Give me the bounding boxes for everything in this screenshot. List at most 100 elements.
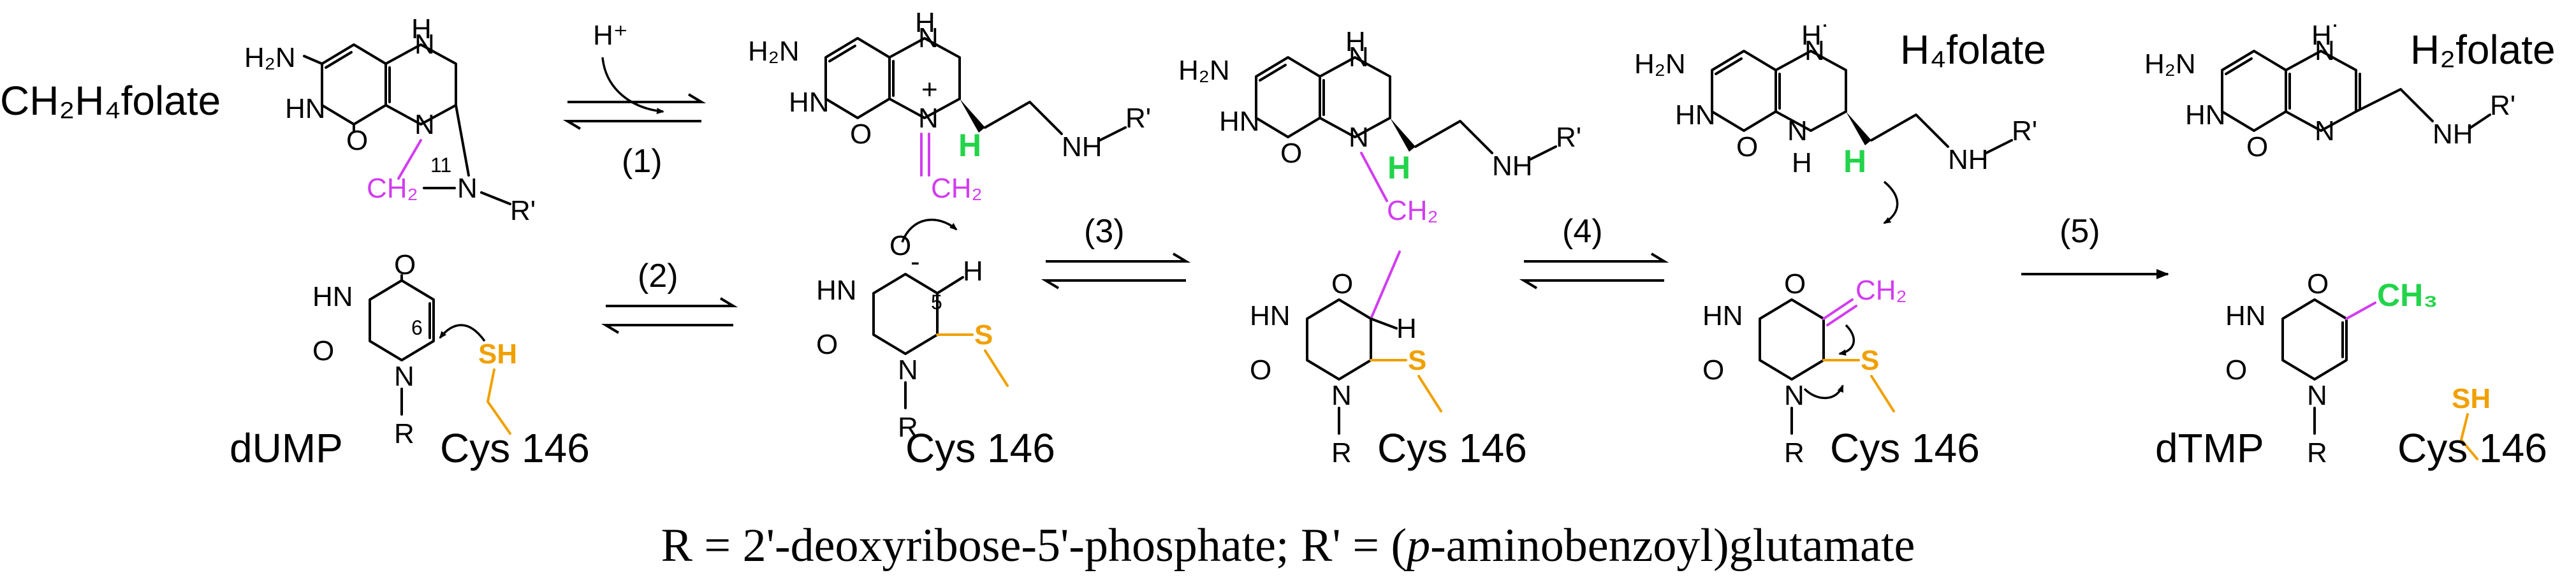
n-label: N xyxy=(414,109,435,140)
n-label: N xyxy=(918,22,939,54)
oxo-label: O xyxy=(394,249,416,280)
n-label: N xyxy=(1349,122,1369,153)
amine-label: H₂N xyxy=(748,36,800,67)
methylene-label: CH₂ xyxy=(931,173,983,204)
ch2h4folate-structure: H₂N HN O H N N CH₂ 11 N R' xyxy=(244,13,536,226)
rprime-label: R' xyxy=(2490,90,2515,121)
thioether-label: S xyxy=(1408,345,1426,376)
methyl-label: CH₃ xyxy=(2377,277,2438,313)
oxo-label: O xyxy=(850,119,872,150)
h-label: H˙ xyxy=(1801,20,1831,51)
legend-part-a: R = 2'-deoxyribose-5'-phosphate; R' = ( xyxy=(661,520,1407,572)
h-label: H xyxy=(1345,26,1366,57)
hn-label: HN xyxy=(1250,300,1291,331)
rprime-label: R' xyxy=(510,195,536,226)
r-label: R xyxy=(1331,437,1352,469)
nh-label: N xyxy=(1787,115,1808,147)
n-label: N xyxy=(898,354,918,386)
n-label: N xyxy=(2315,115,2335,147)
rprime-label: R' xyxy=(1556,122,1581,153)
hn-label: HN xyxy=(1219,106,1260,137)
oxo-label: O xyxy=(2307,268,2329,300)
iminium-intermediate: H₂N HN O H N N + CH₂ H NH R' xyxy=(748,7,1151,204)
hn-label: HN xyxy=(1702,300,1743,331)
rprime-label: R' xyxy=(2012,115,2037,147)
amine-label: H₂N xyxy=(1634,48,1686,80)
h-label: H xyxy=(1396,313,1417,344)
oxo-label: O xyxy=(1250,354,1271,386)
cys146-label: Cys 146 xyxy=(1377,425,1527,471)
cys146-label: Cys 146 xyxy=(905,425,1055,471)
minus-label: - xyxy=(911,246,920,277)
r-label: R xyxy=(394,418,414,449)
step-3-label: (3) xyxy=(1084,213,1125,250)
amine-label: H₂N xyxy=(2144,48,2196,80)
n-label: N xyxy=(2307,380,2327,411)
dump-label: dUMP xyxy=(230,425,343,471)
r-label: R xyxy=(2307,437,2327,469)
r-label: R xyxy=(898,412,918,443)
step-2-label: (2) xyxy=(638,258,678,295)
dtmp-structure: HN O O N R CH₃ xyxy=(2225,268,2438,469)
nh-label: NH xyxy=(1492,150,1533,182)
step-1-label: (1) xyxy=(622,143,662,180)
dump-structure: HN O O N R 6 xyxy=(312,249,486,449)
n-label: N xyxy=(1804,35,1825,66)
h4folate-label: H₄folate xyxy=(1900,27,2046,73)
n-label: N xyxy=(2315,35,2335,66)
h2folate-label: H₂folate xyxy=(2410,27,2556,73)
nh-label: NH xyxy=(1062,131,1102,163)
h-label: H xyxy=(411,13,432,45)
plus-label: + xyxy=(921,74,938,105)
n-label: N xyxy=(1349,41,1369,73)
oxo-label: O xyxy=(2246,131,2268,163)
thiol-label: SH xyxy=(478,338,517,370)
nh-label: NH xyxy=(2433,119,2473,150)
step-5-label: (5) xyxy=(2060,213,2100,250)
oxo-label: O xyxy=(1331,268,1353,300)
position-11-label: 11 xyxy=(430,154,451,177)
position-6-label: 6 xyxy=(411,316,423,339)
legend-part-b: -aminobenzoyl)glutamate xyxy=(1430,520,1915,572)
ternary-uracil: HN O O N R H S xyxy=(1250,251,1442,469)
dtmp-label: dTMP xyxy=(2155,425,2264,471)
thiol-label: SH xyxy=(2452,383,2491,414)
hn-label: HN xyxy=(2225,300,2266,331)
substituent-legend: R = 2'-deoxyribose-5'-phosphate; R' = (p… xyxy=(661,520,1915,572)
n-label: N xyxy=(457,173,478,204)
enolate-intermediate: HN O - O N R 5 H S xyxy=(816,218,1009,443)
methylene-label: CH₂ xyxy=(1387,195,1438,226)
n-label: N xyxy=(414,29,435,60)
cys146-label: Cys 146 xyxy=(1830,425,1980,471)
rprime-label: R' xyxy=(1125,103,1151,134)
ch2h4folate-label: CH₂H₄folate xyxy=(0,78,221,124)
cys146-label: Cys 146 xyxy=(2397,425,2547,471)
transferred-h-label: H xyxy=(958,127,981,163)
hn-label: HN xyxy=(312,281,353,312)
position-5-label: 5 xyxy=(931,291,942,314)
nh-label: NH xyxy=(1948,144,1989,175)
oxo-label: O xyxy=(889,230,911,261)
hn-label: HN xyxy=(285,93,326,124)
h-label: H xyxy=(915,7,935,38)
transferred-h-label: H xyxy=(1387,150,1410,186)
thioether-label: S xyxy=(1861,345,1879,376)
cys146-label: Cys 146 xyxy=(440,425,590,471)
h-label: H˙ xyxy=(2311,20,2341,51)
h4folate-structure: H₂N HN O H˙ N N H H NH R' xyxy=(1634,20,2037,224)
h-label: H xyxy=(1792,147,1812,178)
hn-label: HN xyxy=(2185,99,2226,131)
h2folate-structure: H₂N HN O H˙ N N NH R' xyxy=(2144,20,2515,163)
transferred-h-label: H xyxy=(1843,143,1866,179)
hn-label: HN xyxy=(789,87,830,118)
thioether-label: S xyxy=(974,319,993,351)
oxo-label: O xyxy=(312,335,334,367)
amine-label: H₂N xyxy=(1178,55,1230,86)
n-label: N xyxy=(394,361,414,392)
n-label: N xyxy=(918,103,939,134)
n-label: N xyxy=(1331,380,1352,411)
hn-label: HN xyxy=(1675,99,1716,131)
oxo-label: O xyxy=(346,125,368,156)
exocyclic-methylene-intermediate: HN O O N R CH₂ S xyxy=(1702,268,1907,469)
